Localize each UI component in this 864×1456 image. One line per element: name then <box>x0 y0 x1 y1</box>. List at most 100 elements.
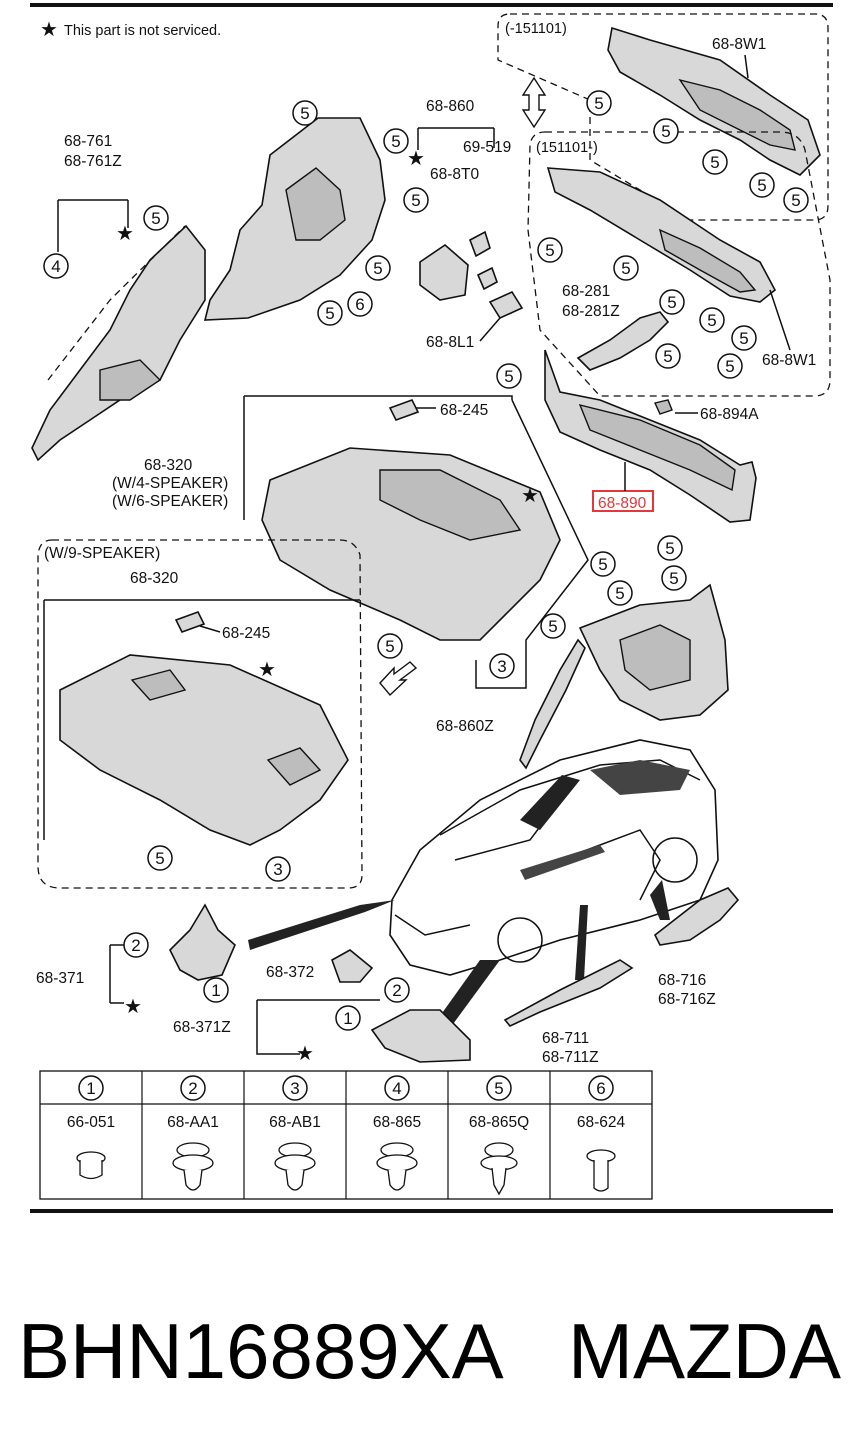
side-trim-860z-strip <box>519 638 586 770</box>
callout-number: 5 <box>667 293 676 312</box>
trunk-end-trim-ribs <box>578 403 736 492</box>
label-68-281: 68-281 <box>562 283 610 300</box>
legend-part: 68-AB1 <box>269 1114 321 1131</box>
clip-68-894a <box>654 399 673 415</box>
scuff-68-711 <box>503 959 634 1027</box>
clip-68-865q-icon <box>480 1142 518 1196</box>
label-w4-speaker: (W/4-SPEAKER) <box>112 475 228 492</box>
legend-part: 68-624 <box>577 1114 626 1131</box>
star-320b-icon: ★ <box>258 657 276 681</box>
label-w9-speaker: (W/9-SPEAKER) <box>44 545 160 562</box>
label-68-716z: 68-716Z <box>658 991 716 1008</box>
callout-circle <box>586 90 612 116</box>
clip-69-519 <box>469 230 491 258</box>
callout-circle <box>489 653 515 679</box>
callout-circle <box>347 291 373 317</box>
legend-key: 3 <box>290 1079 299 1098</box>
clip-68-ab1-icon <box>274 1142 316 1191</box>
leader-8w1-top <box>744 54 749 79</box>
callout-circle <box>265 856 291 882</box>
side-trim-860z-detail <box>619 624 691 691</box>
car-rear-wheel <box>652 837 698 883</box>
callout-circle <box>607 580 633 606</box>
callout-number: 5 <box>598 555 607 574</box>
callout-circle <box>384 977 410 1003</box>
callout-circle <box>365 255 391 281</box>
callout-number: 5 <box>707 311 716 330</box>
access-lid-68-8t0 <box>419 243 469 301</box>
label-68-716: 68-716 <box>658 972 706 989</box>
trim-68-372 <box>331 949 374 983</box>
callout-circle <box>403 187 429 213</box>
trim-68-371 <box>169 903 236 981</box>
label-68-761z: 68-761Z <box>64 153 122 170</box>
callout-circle <box>43 253 69 279</box>
callout-number: 5 <box>791 191 800 210</box>
not-serviced-star-icon: ★ <box>40 17 58 41</box>
label-68-890: 68-890 <box>598 495 647 512</box>
callout-number: 5 <box>669 569 678 588</box>
callout-number: 5 <box>385 637 394 656</box>
callout-circle <box>540 613 566 639</box>
callout-number: 5 <box>151 209 160 228</box>
callout-number: 5 <box>661 122 670 141</box>
callout-circle <box>657 535 683 561</box>
callout-number: 3 <box>497 657 506 676</box>
label-68-8w1-top: 68-8W1 <box>712 36 766 53</box>
star-860-icon: ★ <box>407 146 425 170</box>
package-tray-68-320-b <box>59 654 349 846</box>
legend-key: 6 <box>596 1079 605 1098</box>
leader-8w1-bottom <box>769 289 791 351</box>
label-68-711z: 68-711Z <box>542 1049 599 1066</box>
legend-part: 68-865 <box>373 1114 421 1131</box>
callout-number: 5 <box>373 259 382 278</box>
callout-circle <box>496 363 522 389</box>
bracket-320b <box>43 599 360 840</box>
legend-key-circle <box>384 1075 410 1101</box>
callout-circle <box>335 1005 361 1031</box>
car-front-wheel <box>497 917 543 963</box>
car-sill-highlight <box>520 845 605 880</box>
callout-number: 5 <box>665 539 674 558</box>
legend-key: 1 <box>86 1079 95 1098</box>
callout-number: 5 <box>710 153 719 172</box>
legend-key: 4 <box>392 1079 401 1098</box>
callout-circle <box>590 551 616 577</box>
callout-circle <box>731 325 757 351</box>
callout-number: 1 <box>343 1009 352 1028</box>
label-w6-speaker: (W/6-SPEAKER) <box>112 493 228 510</box>
rear-seat-strip <box>576 311 670 371</box>
label-151101-old: (-151101) <box>505 21 567 37</box>
callout-circle <box>383 128 409 154</box>
top-rule <box>30 3 833 7</box>
package-tray-a-slot <box>379 469 522 541</box>
pointer-to-371 <box>248 900 395 950</box>
label-151101-new: (151101-) <box>536 140 598 156</box>
clip-69-519-b <box>476 266 498 291</box>
highlight-box-68-890 <box>592 490 654 512</box>
callout-number: 5 <box>594 94 603 113</box>
callout-number: 3 <box>273 860 282 879</box>
callout-number: 5 <box>663 347 672 366</box>
group-w9-boundary <box>37 539 363 889</box>
callout-number: 5 <box>391 132 400 151</box>
callout-number: 5 <box>325 304 334 323</box>
callout-number: 2 <box>392 981 401 1000</box>
callout-number: 5 <box>757 176 766 195</box>
part-number: BHN16889XA <box>18 1307 504 1395</box>
direction-arrow-icon <box>521 76 547 129</box>
legend-key-circle <box>180 1075 206 1101</box>
brand-name: MAZDA <box>568 1307 841 1395</box>
leader-8l1 <box>479 317 501 342</box>
tray-a-callout-box <box>475 399 589 689</box>
callout-number: 5 <box>300 104 309 123</box>
callout-number: 5 <box>411 191 420 210</box>
label-68-320-a: 68-320 <box>144 457 193 474</box>
trim-68-371z <box>370 1009 471 1063</box>
callout-circle <box>717 353 743 379</box>
star-371-icon: ★ <box>124 994 142 1018</box>
callout-circle <box>147 845 173 871</box>
callout-circle <box>377 633 403 659</box>
legend-key: 5 <box>494 1079 503 1098</box>
